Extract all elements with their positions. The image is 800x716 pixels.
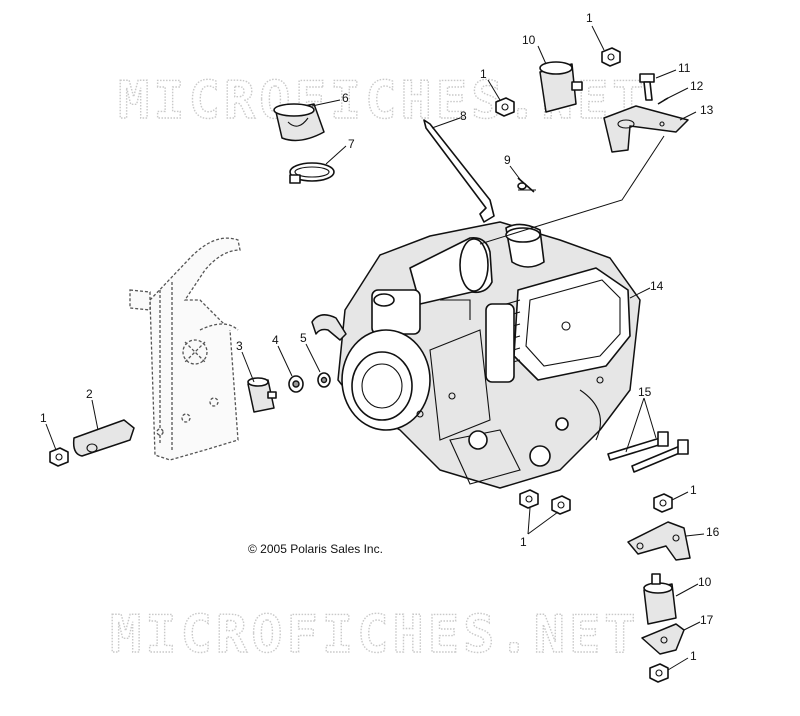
callout-7-clamp: 7 [348, 137, 355, 151]
callout-16-bracket: 16 [706, 525, 720, 539]
part-15-bolts [607, 431, 689, 473]
part-7-hose-clamp [289, 162, 335, 184]
callout-1-bottom-right-nut: 1 [690, 649, 697, 663]
callout-1-middle-nut: 1 [480, 67, 487, 81]
part-5-spacer [317, 372, 331, 388]
watermark-bottom: MICROFICHES.NET [110, 605, 640, 665]
nut-right-16 [653, 493, 673, 513]
nut-left [49, 447, 69, 467]
part-2-arm [72, 419, 135, 457]
part-10-top-mount [539, 61, 583, 113]
engine-fitting [311, 314, 347, 341]
callout-3-bushing: 3 [236, 339, 243, 353]
part-17-plate [641, 623, 685, 655]
nut-bottom-right [649, 663, 669, 683]
part-3-bushing [247, 377, 277, 413]
part-13-bracket [603, 105, 689, 153]
callout-10-bottom-mount: 10 [698, 575, 712, 589]
callout-1-bottom-nuts: 1 [520, 535, 527, 549]
callout-8-rod: 8 [460, 109, 467, 123]
callout-10-top-mount: 10 [522, 33, 536, 47]
callout-17-plate: 17 [700, 613, 714, 627]
part-4-washer [288, 375, 304, 393]
nut-bottom-b [551, 495, 571, 515]
engine-assembly [337, 221, 641, 489]
callout-11-bolt: 11 [678, 61, 691, 75]
leader-lines [45, 25, 705, 671]
nut-top-right [601, 47, 621, 67]
part-10-bottom-mount [643, 573, 677, 625]
callout-1-right-nut: 1 [690, 483, 697, 497]
callout-6-intake-boot: 6 [342, 91, 349, 105]
callout-1-top-nut: 1 [586, 11, 593, 25]
part-8-rod [423, 119, 495, 223]
frame-section [129, 237, 241, 461]
callout-4-washer: 4 [272, 333, 279, 347]
nut-top-middle [495, 97, 515, 117]
callout-2-arm: 2 [86, 387, 93, 401]
part-11-bolt [639, 73, 655, 101]
callout-15-bolts: 15 [638, 385, 652, 399]
callout-1-left-nut: 1 [40, 411, 47, 425]
nut-bottom-a [519, 489, 539, 509]
part-16-bracket [627, 521, 691, 561]
callout-12-pin: 12 [690, 79, 704, 93]
callout-14-engine: 14 [650, 279, 664, 293]
callout-5-spacer: 5 [300, 331, 307, 345]
part-6-intake-boot [273, 103, 325, 142]
callout-9-pin: 9 [504, 153, 511, 167]
callout-13-bracket: 13 [700, 103, 714, 117]
copyright-notice: © 2005 Polaris Sales Inc. [248, 542, 383, 556]
